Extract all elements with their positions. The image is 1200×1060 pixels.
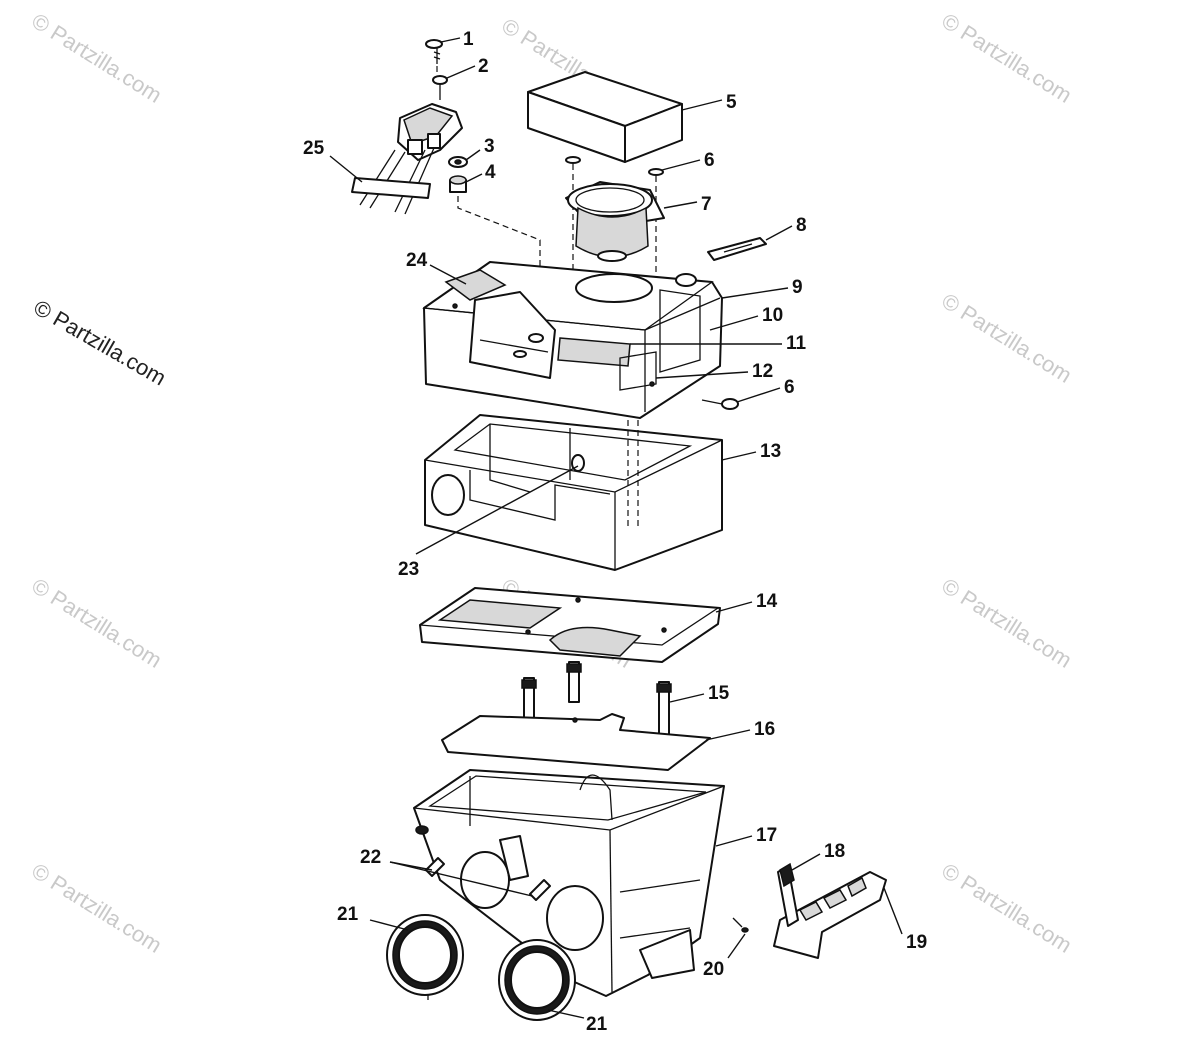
part-6-side-screw (701, 398, 739, 410)
watermark: © Partzilla.com (937, 288, 1076, 388)
part-7-intake-adapter (565, 181, 665, 262)
part-14-filter-plate (419, 587, 721, 663)
callout-5: 5 (726, 92, 737, 113)
part-5-filter-block (527, 71, 683, 163)
watermark: © Partzilla.com (27, 573, 166, 673)
callout-9: 9 (792, 277, 803, 298)
callout-22: 22 (360, 847, 381, 868)
callout-17: 17 (756, 825, 777, 846)
callout-13: 13 (760, 441, 781, 462)
callout-16: 16 (754, 719, 775, 740)
assembly-line (457, 196, 541, 332)
callout-6: 6 (784, 377, 795, 398)
callout-10: 10 (762, 305, 783, 326)
callout-21: 21 (586, 1014, 608, 1035)
part-6-screw (565, 156, 664, 292)
part-3-washer (448, 156, 468, 168)
callout-24: 24 (406, 250, 428, 271)
watermark-side: © Partzilla.com (30, 295, 171, 391)
watermark: © Partzilla.com (27, 858, 166, 958)
part-20-screw (732, 917, 749, 933)
callout-21: 21 (337, 904, 359, 925)
leader-lines (329, 37, 903, 1019)
watermark: © Partzilla.com (937, 858, 1076, 958)
callout-19: 19 (906, 932, 927, 953)
callout-25: 25 (303, 138, 325, 159)
callout-6: 6 (704, 150, 715, 171)
part-1-screw (425, 39, 443, 64)
part-4-grommet (449, 175, 467, 193)
part-13-airbox-middle (424, 414, 723, 571)
callout-4: 4 (485, 162, 496, 183)
callout-7: 7 (701, 194, 712, 215)
part-2-washer (432, 75, 448, 100)
watermark: © Partzilla.com (937, 8, 1076, 108)
watermark: © Partzilla.com (937, 573, 1076, 673)
callout-1: 1 (463, 29, 474, 50)
callout-11: 11 (786, 333, 807, 354)
part-18-strap (777, 862, 799, 927)
callout-15: 15 (708, 683, 730, 704)
part-25-sensor (351, 103, 463, 215)
part-21-boot-right (498, 939, 576, 1021)
part-17-airbox-base (413, 769, 725, 997)
callout-8: 8 (796, 215, 807, 236)
callout-18: 18 (824, 841, 845, 862)
callout-2: 2 (478, 56, 489, 77)
part-21-boot-left (386, 914, 464, 1000)
callout-23: 23 (398, 559, 419, 580)
part-8-clip (707, 237, 767, 261)
watermark: © Partzilla.com (27, 8, 166, 108)
callout-14: 14 (756, 591, 778, 612)
part-16-lower-plate (441, 713, 711, 771)
part-9-airbox-cover (422, 261, 723, 419)
callout-12: 12 (752, 361, 773, 382)
callout-3: 3 (484, 136, 495, 157)
part-19-bracket (773, 871, 887, 959)
callout-20: 20 (703, 959, 724, 980)
callouts: 1 2 3 4 5 6 6 7 8 9 10 11 12 13 14 15 16… (303, 29, 927, 1035)
